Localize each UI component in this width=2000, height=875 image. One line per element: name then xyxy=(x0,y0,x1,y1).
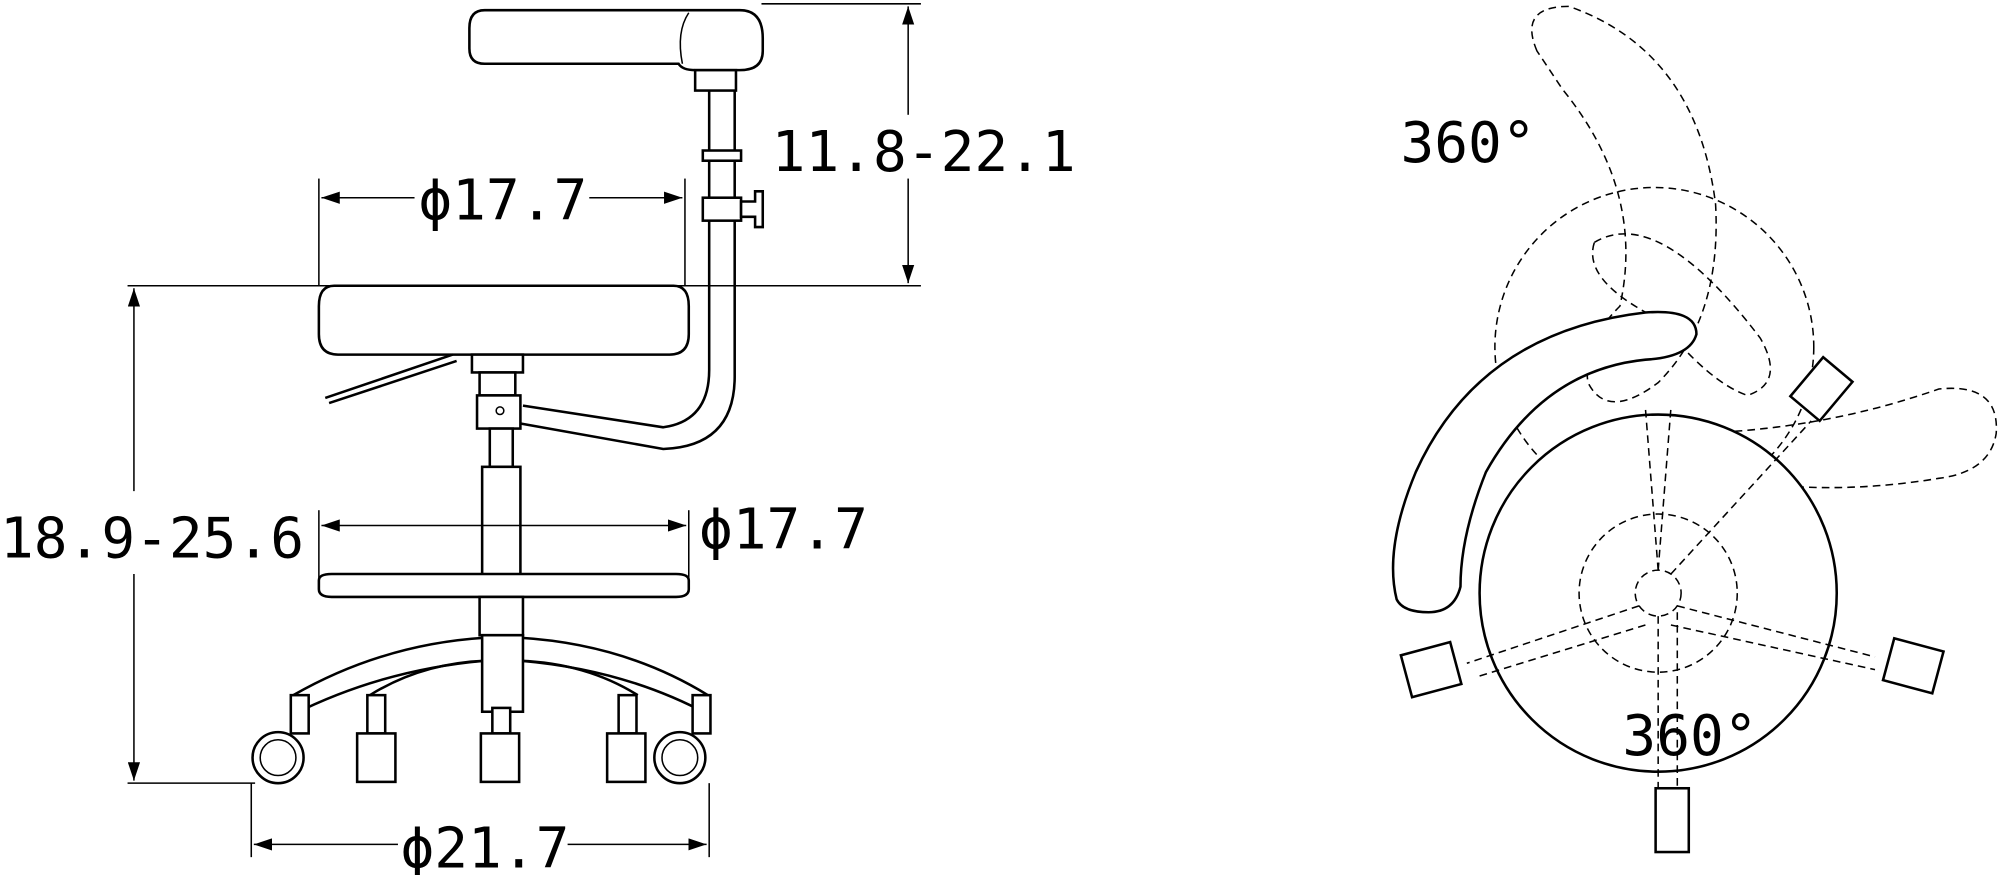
armrest-top xyxy=(1391,310,1698,614)
seat xyxy=(317,284,691,430)
armrest-height-label: 11.8-22.1 xyxy=(772,120,1076,185)
base-diameter-label: ϕ21.7 xyxy=(401,816,570,875)
armrest xyxy=(468,8,765,451)
gas-column xyxy=(480,427,522,583)
caster-top-upper-right xyxy=(1788,355,1855,423)
caster-mid-left xyxy=(355,693,397,784)
seat-height-label: 18.9-25.6 xyxy=(0,506,304,571)
caster-top-left xyxy=(1399,640,1463,699)
dimension-lines xyxy=(127,3,921,858)
caster-mid-right xyxy=(605,693,647,784)
footring xyxy=(317,572,691,637)
armrest-rotation-label: 360° xyxy=(1401,111,1536,176)
top-view: 360° 360° xyxy=(1391,5,1998,854)
seat-diameter-label: ϕ17.7 xyxy=(418,168,587,233)
caster-top-right xyxy=(1881,636,1946,695)
caster-center xyxy=(479,706,521,784)
base xyxy=(251,633,712,785)
caster-right xyxy=(653,693,712,785)
caster-top-bottom xyxy=(1654,786,1691,854)
side-view: 11.8-22.1 ϕ17.7 ϕ17.7 18.9-25.6 ϕ21.7 xyxy=(0,3,1076,875)
armrest-rotation-circle xyxy=(1494,186,1815,508)
seat-rotation-label: 360° xyxy=(1622,704,1757,769)
caster-left xyxy=(251,693,310,785)
footring-diameter-label: ϕ17.7 xyxy=(699,497,868,562)
